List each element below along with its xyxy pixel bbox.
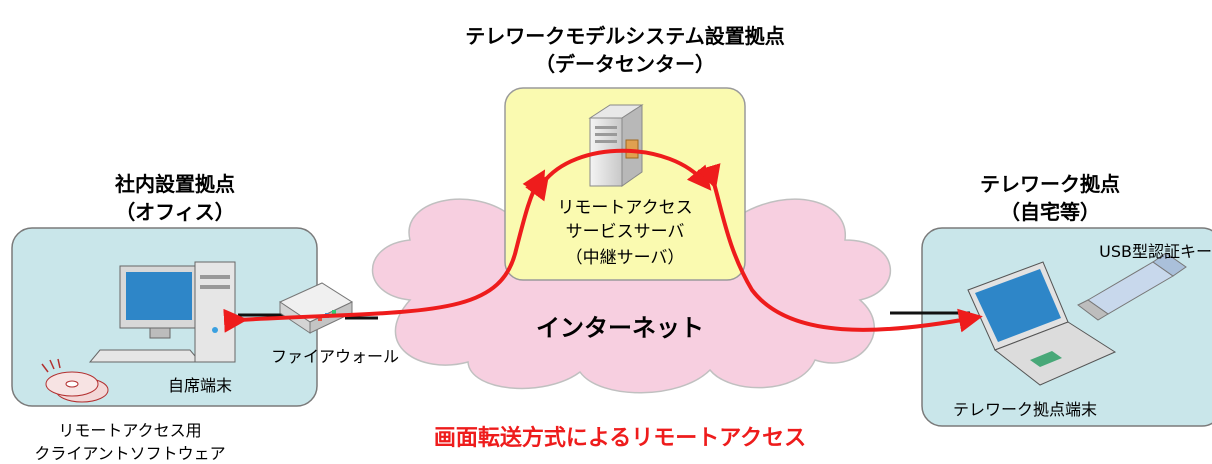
relay-server-icon [588, 104, 644, 187]
laptop-icon [967, 261, 1117, 386]
office-title-line1: 社内設置拠点 [115, 172, 235, 196]
office-title-line2: （オフィス） [115, 200, 235, 224]
software-label-line1: リモートアクセス用 [58, 421, 202, 440]
remote-access-arrows [223, 148, 983, 333]
home-terminal-label: テレワーク拠点端末 [952, 400, 1097, 419]
datacenter-title-line1: テレワークモデルシステム設置拠点 [465, 24, 785, 48]
firewall-label: ファイアウォール [270, 347, 399, 366]
datacenter-title-line2: （データセンター） [535, 52, 715, 76]
internet-label: インターネット [536, 314, 704, 342]
software-label-line2: クライアントソフトウェア [34, 444, 226, 463]
server-label-line3: （中継サーバ） [565, 248, 685, 268]
usb-key-label: USB型認証キー [1099, 242, 1212, 261]
server-label-line1: リモートアクセス [557, 198, 693, 218]
diagram-caption: 画面転送方式によるリモートアクセス [433, 426, 807, 451]
home-title-line1: テレワーク拠点 [980, 172, 1120, 196]
home-title-line2: （自宅等） [1000, 200, 1100, 224]
usb-key-icon [1077, 252, 1187, 321]
server-label-line2: サービスサーバ [565, 222, 685, 242]
office-arrow [223, 169, 546, 333]
server-arc-arrow [525, 148, 712, 202]
software-cd-icon [41, 358, 109, 403]
office-terminal-label: 自席端末 [167, 376, 232, 395]
home-arrow [697, 163, 983, 333]
